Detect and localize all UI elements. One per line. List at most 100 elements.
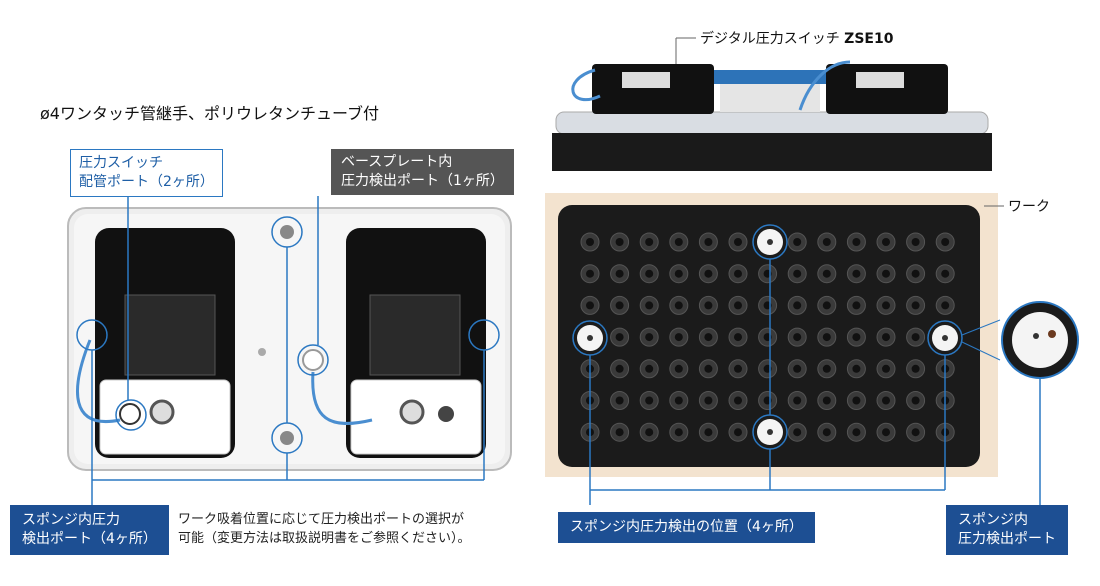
sponge-hole-center bbox=[882, 364, 890, 373]
sponge-hole-center bbox=[852, 396, 861, 405]
sponge-hole-center bbox=[645, 301, 654, 310]
sponge-hole-center bbox=[882, 428, 890, 437]
sponge-hole-center bbox=[822, 333, 831, 342]
sponge-hole-center bbox=[822, 301, 831, 310]
sponge-hole-center bbox=[734, 396, 742, 405]
sponge-hole-center bbox=[586, 238, 594, 246]
sponge-hole-center bbox=[615, 396, 624, 405]
sponge-hole-center bbox=[734, 364, 742, 373]
sponge-hole-center bbox=[941, 269, 950, 278]
selection-note-line1: ワーク吸着位置に応じて圧力検出ポートの選択が bbox=[178, 512, 465, 527]
sponge-hole-center bbox=[645, 364, 654, 373]
sponge-port-4-label: スポンジ内圧力 検出ポート（4ヶ所） bbox=[10, 505, 169, 555]
sponge-hole-center bbox=[615, 301, 624, 310]
sponge-hole-center bbox=[852, 364, 861, 373]
work-label: ワーク bbox=[1008, 199, 1050, 215]
selection-note: ワーク吸着位置に応じて圧力検出ポートの選択が 可能（変更方法は取扱説明書をご参照… bbox=[178, 510, 471, 548]
sponge-hole-center bbox=[704, 333, 713, 342]
sponge-hole-center bbox=[734, 428, 742, 437]
sponge-hole-center bbox=[852, 333, 861, 342]
sponge-hole-center bbox=[674, 333, 683, 342]
sponge-hole-center bbox=[793, 396, 802, 405]
digital-switch-model: ZSE10 bbox=[844, 31, 894, 47]
sponge-hole-center bbox=[586, 301, 594, 310]
sponge-hole-center bbox=[793, 269, 802, 278]
sponge-port-4-line2: 検出ポート（4ヶ所） bbox=[22, 531, 157, 547]
sponge-hole-center bbox=[793, 301, 802, 310]
sponge-hole-center bbox=[734, 301, 742, 310]
sponge-hole-center bbox=[822, 364, 831, 373]
side-view-base bbox=[555, 111, 989, 135]
sponge-hole-center bbox=[793, 238, 802, 246]
sponge-hole-center bbox=[882, 396, 890, 405]
sponge-hole-center bbox=[734, 333, 742, 342]
sponge-port-4-line1: スポンジ内圧力 bbox=[22, 512, 120, 528]
sponge-hole-center bbox=[911, 269, 920, 278]
sponge-hole-center bbox=[793, 428, 802, 437]
sponge-hole-center bbox=[674, 269, 683, 278]
sponge-hole-center bbox=[793, 364, 802, 373]
sponge-hole-center bbox=[704, 396, 713, 405]
sponge-hole-center bbox=[882, 238, 890, 246]
sponge-hole-center bbox=[674, 396, 683, 405]
sponge-hole-center bbox=[674, 428, 683, 437]
sponge-port-single-line1: スポンジ内 bbox=[958, 512, 1028, 528]
sponge-hole-center bbox=[674, 238, 683, 246]
sponge-hole-center bbox=[734, 269, 742, 278]
sponge-positions-label: スポンジ内圧力検出の位置（4ヶ所） bbox=[558, 512, 815, 543]
sponge-hole-center bbox=[615, 238, 624, 246]
baseplate-port-line2: 圧力検出ポート（1ヶ所） bbox=[341, 173, 504, 189]
pressure-switch-port-label: 圧力スイッチ 配管ポート（2ヶ所） bbox=[70, 149, 223, 197]
sponge-hole-center bbox=[882, 333, 890, 342]
digital-switch-prefix: デジタル圧力スイッチ bbox=[700, 31, 845, 47]
pressure-switch-port-line1: 圧力スイッチ bbox=[79, 155, 163, 171]
baseplate-port-line1: ベースプレート内 bbox=[341, 154, 453, 170]
sponge-hole-center bbox=[645, 238, 654, 246]
sponge-hole-center bbox=[852, 428, 861, 437]
sponge-hole-center bbox=[882, 301, 890, 310]
sponge-hole-center bbox=[615, 269, 624, 278]
sponge-hole-center bbox=[911, 238, 920, 246]
sponge-hole-center bbox=[704, 428, 713, 437]
sponge-hole-center bbox=[704, 364, 713, 373]
sponge-hole-center bbox=[586, 269, 594, 278]
header-left-title: ø4ワンタッチ管継手、ポリウレタンチューブ付 bbox=[40, 104, 380, 123]
sponge-hole-center bbox=[882, 269, 890, 278]
baseplate-port-label: ベースプレート内 圧力検出ポート（1ヶ所） bbox=[331, 149, 514, 195]
sponge-hole-center bbox=[674, 301, 683, 310]
sponge-hole-center bbox=[911, 301, 920, 310]
sponge-hole-center bbox=[645, 333, 654, 342]
sponge-hole-center bbox=[941, 301, 950, 310]
sponge-hole-center bbox=[911, 333, 920, 342]
sponge-hole-center bbox=[615, 333, 624, 342]
sponge-port-single-line2: 圧力検出ポート bbox=[958, 531, 1056, 547]
sponge-hole-center bbox=[911, 396, 920, 405]
sponge-hole-center bbox=[704, 301, 713, 310]
sponge-hole-center bbox=[911, 364, 920, 373]
sponge-hole-center bbox=[615, 364, 624, 373]
sponge-hole-center bbox=[822, 238, 831, 246]
sponge-hole-center bbox=[852, 238, 861, 246]
sponge-hole-center bbox=[645, 428, 654, 437]
sponge-hole-center bbox=[704, 269, 713, 278]
sponge-hole-center bbox=[674, 364, 683, 373]
sponge-hole-center bbox=[734, 238, 742, 246]
sponge-hole-center bbox=[941, 238, 950, 246]
sponge-hole-center bbox=[704, 238, 713, 246]
sponge-hole-center bbox=[793, 333, 802, 342]
sponge-port-single-label: スポンジ内 圧力検出ポート bbox=[946, 505, 1068, 555]
sponge-hole-center bbox=[852, 269, 861, 278]
selection-note-line2: 可能（変更方法は取扱説明書をご参照ください）。 bbox=[178, 531, 471, 546]
pressure-switch-port-line2: 配管ポート（2ヶ所） bbox=[79, 174, 214, 190]
digital-switch-label: デジタル圧力スイッチ ZSE10 bbox=[700, 28, 893, 48]
sponge-holes bbox=[580, 232, 955, 442]
sponge-hole-center bbox=[645, 396, 654, 405]
sponge-hole-center bbox=[852, 301, 861, 310]
sponge-hole-center bbox=[615, 428, 624, 437]
sponge-hole-center bbox=[645, 269, 654, 278]
sponge-hole-center bbox=[822, 428, 831, 437]
sponge-hole-center bbox=[822, 269, 831, 278]
sponge-hole-center bbox=[822, 396, 831, 405]
sponge-hole-center bbox=[911, 428, 920, 437]
